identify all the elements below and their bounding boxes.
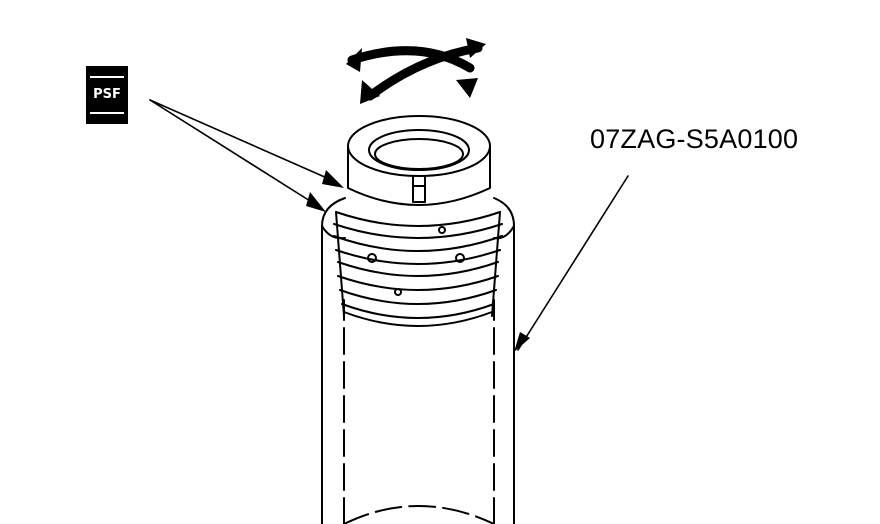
badge-top-rule [90,76,124,78]
arrowheads [306,170,530,352]
psf-grease-icon: PSF [86,66,128,124]
rotate-back-and-forth-icon [346,38,486,104]
tool-part-number: 07ZAG-S5A0100 [590,124,799,154]
leader-lines [149,99,629,351]
outer-tube [321,197,515,524]
inner-tube-hidden-lines [343,299,495,524]
badge-bottom-rule [90,112,124,114]
psf-badge-label: PSF [93,87,121,102]
seal-driver [333,115,503,327]
